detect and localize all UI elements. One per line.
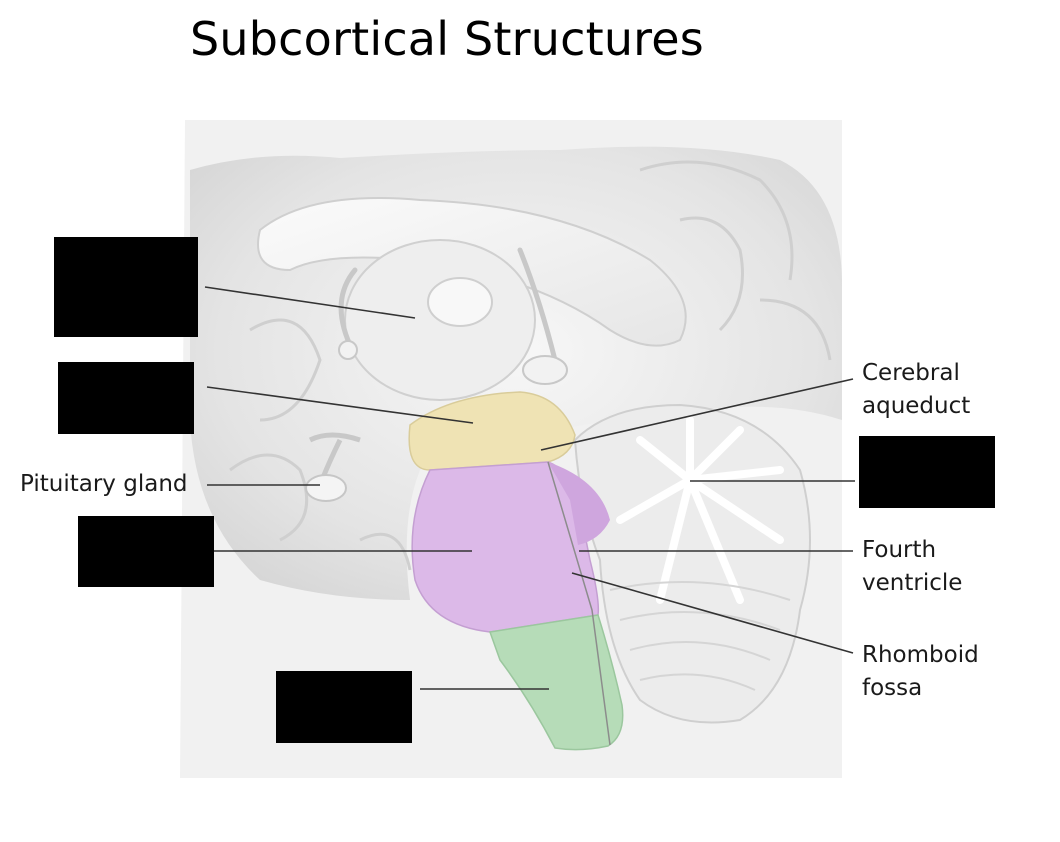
midbrain-region — [408, 391, 576, 471]
label-rhomboid-fossa: Rhomboid fossa — [862, 639, 979, 705]
label-mask-cerebellum — [859, 436, 995, 508]
leader-line-cerebral-aqueduct — [540, 378, 854, 451]
label-mask-midbrain — [58, 362, 194, 434]
label-fourth-ventricle-line2: ventricle — [862, 570, 963, 596]
label-cerebral-aqueduct: Cerebral aqueduct — [862, 357, 970, 423]
label-mask-pons — [78, 516, 214, 587]
fornix — [338, 247, 558, 363]
cerebellar-folia — [609, 581, 791, 691]
corpus-callosum — [257, 197, 687, 347]
interthalamic-adhesion — [427, 277, 493, 327]
pineal-gland — [522, 355, 568, 385]
leader-line-thalamus — [204, 286, 416, 319]
rhomboid-groove — [547, 461, 611, 746]
label-mask-medulla — [276, 671, 412, 743]
leader-line-rhomboid-fossa — [571, 572, 854, 654]
leader-lines — [204, 286, 855, 690]
cerebrum-mass — [190, 146, 842, 600]
page-title: Subcortical Structures — [190, 12, 704, 66]
label-mask-thalamus — [54, 237, 198, 337]
fourth-ventricle-shape — [548, 462, 610, 545]
pituitary-gland-shape — [305, 474, 347, 502]
label-cerebral-aqueduct-line2: aqueduct — [862, 393, 971, 419]
label-fourth-ventricle: Fourth ventricle — [862, 534, 962, 600]
arbor-vitae — [616, 416, 784, 604]
cerebellum — [573, 403, 811, 724]
label-pituitary-gland: Pituitary gland — [20, 471, 188, 497]
optic-chiasm — [308, 432, 361, 443]
label-fourth-ventricle-line1: Fourth — [862, 537, 937, 563]
medulla-region — [488, 614, 624, 751]
label-rhomboid-fossa-line1: Rhomboid — [862, 642, 979, 668]
mammillary-nodule — [338, 340, 358, 360]
leader-line-midbrain — [206, 386, 474, 424]
label-rhomboid-fossa-line2: fossa — [862, 675, 923, 701]
label-cerebral-aqueduct-line1: Cerebral — [862, 360, 960, 386]
gyri-folds — [229, 160, 832, 571]
